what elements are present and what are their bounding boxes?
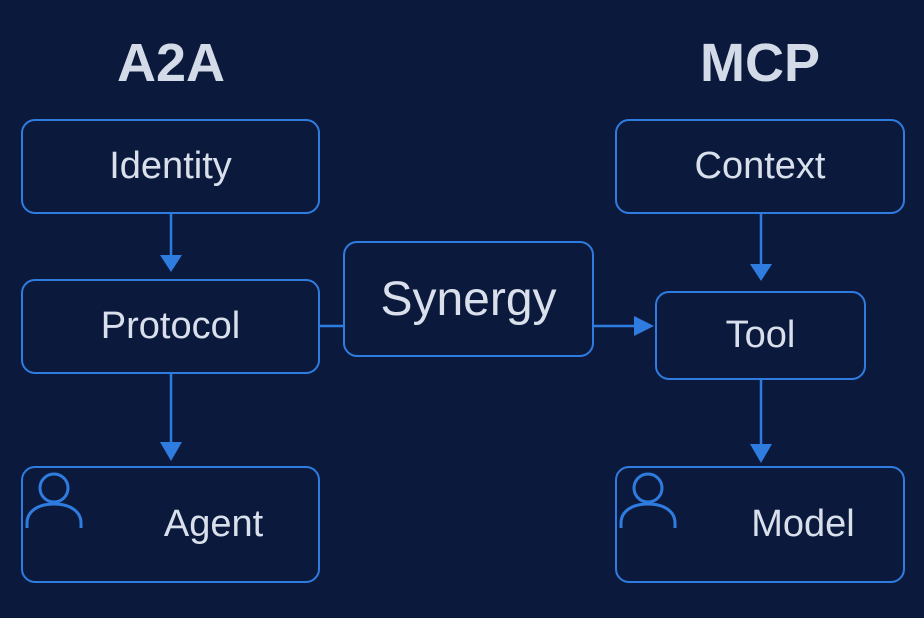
context-label: Context	[694, 145, 826, 187]
arrowhead-to-agent	[160, 442, 182, 461]
arrowhead-to-tool	[634, 316, 654, 336]
identity-node: Identity	[21, 119, 320, 214]
agent-node: Agent	[21, 466, 320, 583]
identity-label: Identity	[109, 145, 232, 187]
synergy-node: Synergy	[343, 241, 594, 357]
mcp-title: MCP	[700, 33, 820, 93]
user-icon	[25, 472, 140, 556]
tool-node: Tool	[655, 291, 866, 380]
arrowhead-to-model	[750, 444, 772, 463]
arrowhead-to-tool-from-context	[750, 264, 772, 281]
arrowhead-to-protocol	[160, 255, 182, 272]
user-icon	[619, 472, 727, 556]
protocol-label: Protocol	[100, 305, 241, 347]
model-label: Model	[751, 503, 855, 545]
tool-label: Tool	[725, 314, 796, 356]
a2a-title: A2A	[116, 33, 226, 93]
model-node: Model	[615, 466, 905, 583]
synergy-label: Synergy	[380, 272, 557, 326]
context-node: Context	[615, 119, 905, 214]
agent-label: Agent	[163, 503, 264, 545]
protocol-node: Protocol	[21, 279, 320, 374]
